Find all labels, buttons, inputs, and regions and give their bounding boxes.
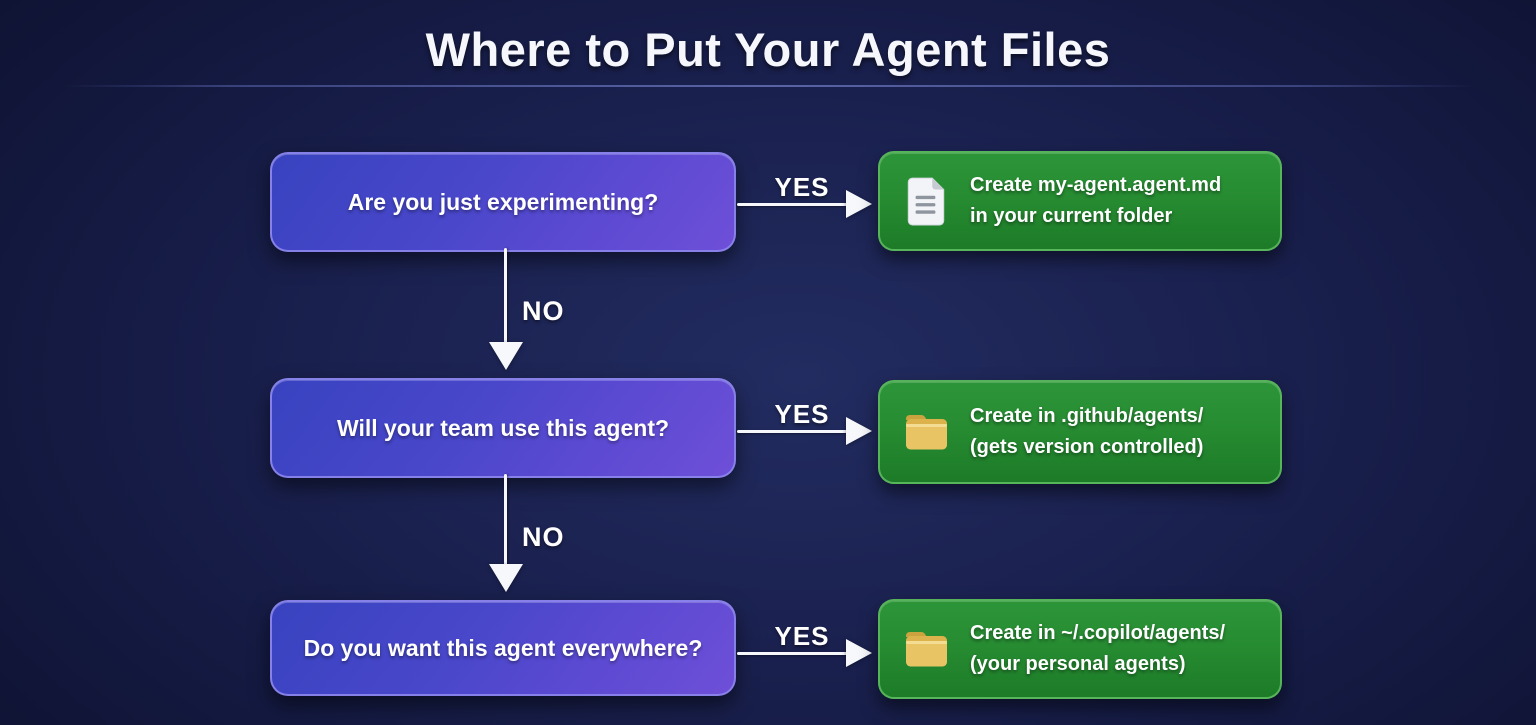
- result-box-copilot-agents: Create in ~/.copilot/agents/ (your perso…: [878, 599, 1282, 699]
- yes-label: YES: [774, 621, 830, 651]
- question-box-experimenting: Are you just experimenting?: [270, 152, 736, 252]
- result-text: Create in ~/.copilot/agents/ (your perso…: [970, 618, 1225, 680]
- result-line1: Create in .github/agents/: [970, 405, 1204, 427]
- no-arrow: [504, 474, 507, 566]
- result-text: Create in .github/agents/ (gets version …: [970, 401, 1203, 463]
- result-line1: Create in ~/.copilot/agents/: [970, 622, 1226, 644]
- result-line2: in your current folder: [970, 205, 1173, 227]
- title-divider: [62, 85, 1474, 87]
- page-title: Where to Put Your Agent Files: [425, 23, 1111, 76]
- result-text: Create my-agent.agent.md in your current…: [970, 170, 1221, 232]
- yes-arrow-head-icon: [846, 417, 872, 445]
- document-icon: [902, 176, 950, 226]
- yes-label: YES: [774, 399, 830, 429]
- yes-arrow: [737, 652, 847, 655]
- result-line2: (gets version controlled): [970, 436, 1204, 458]
- yes-arrow: [737, 203, 847, 206]
- yes-label: YES: [774, 172, 830, 202]
- folder-icon: [902, 407, 950, 457]
- yes-arrow-head-icon: [846, 639, 872, 667]
- no-label: NO: [522, 522, 565, 552]
- question-label: Will your team use this agent?: [336, 414, 670, 441]
- yes-arrow: [737, 430, 847, 433]
- result-line2: (your personal agents): [970, 653, 1186, 675]
- question-box-team: Will your team use this agent?: [270, 378, 736, 478]
- no-label: NO: [522, 296, 565, 326]
- question-box-everywhere: Do you want this agent everywhere?: [270, 600, 736, 696]
- question-label: Are you just experimenting?: [347, 188, 659, 215]
- yes-arrow-head-icon: [846, 190, 872, 218]
- no-arrow-head-icon: [489, 342, 523, 370]
- folder-icon: [902, 624, 950, 674]
- result-box-github-agents: Create in .github/agents/ (gets version …: [878, 380, 1282, 484]
- no-arrow: [504, 248, 507, 344]
- no-arrow-head-icon: [489, 564, 523, 592]
- question-label: Do you want this agent everywhere?: [303, 634, 703, 661]
- result-box-current-folder: Create my-agent.agent.md in your current…: [878, 151, 1282, 251]
- result-line1: Create my-agent.agent.md: [970, 174, 1222, 196]
